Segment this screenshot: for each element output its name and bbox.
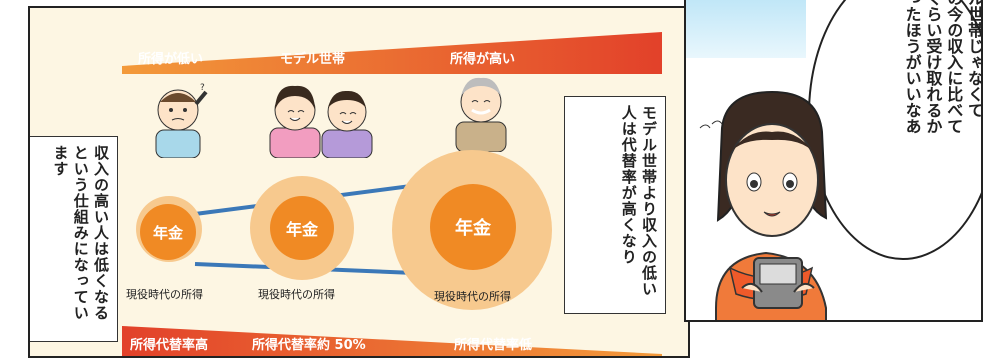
speech-line-2: 分の今の収入に比べて [944, 0, 964, 134]
speech-line-1: デル世帯じゃなくて [965, 0, 983, 118]
left-explanation-box: 収入の高い人は低くなるという仕組みになっています [30, 136, 118, 342]
woman-with-phone-illustration [699, 90, 828, 320]
label-replacement-50: 所得代替率約 50% [252, 338, 366, 353]
caption-medium-income: 現役時代の所得 [258, 288, 335, 301]
sky-background [686, 0, 806, 58]
speech-line-4: かったほうがいいなあ [902, 0, 922, 134]
caption-large-income: 現役時代の所得 [434, 290, 511, 303]
confused-man-illustration: ? [155, 83, 208, 158]
svg-text:?: ? [200, 83, 205, 93]
bottom-replacement-rate-banner [122, 326, 662, 356]
label-replacement-high: 所得代替率高 [130, 338, 209, 353]
page-gutter [690, 322, 983, 361]
label-model-household: モデル世帯 [280, 52, 346, 67]
medium-pension-circle: 年金 [270, 196, 334, 260]
label-low-income: 所得が低い [138, 52, 204, 67]
caption-small-income: 現役時代の所得 [126, 288, 203, 301]
pension-infographic-panel: 所得が低い モデル世帯 所得が高い ? 年金 [28, 6, 690, 358]
elderly-man-illustration [455, 77, 507, 152]
top-income-banner [122, 32, 662, 74]
manga-character-panel: デル世帯じゃなくて 分の今の収入に比べて のくらい受け取れるか かったほうがいい… [684, 0, 983, 322]
right-explanation-box: モデル世帯より収入の低い人は代替率が高くなり [564, 96, 666, 314]
model-couple-illustration [269, 85, 373, 158]
speech-bubble: デル世帯じゃなくて 分の今の収入に比べて のくらい受け取れるか かったほうがいい… [808, 0, 983, 260]
speech-bubble-text: デル世帯じゃなくて 分の今の収入に比べて のくらい受け取れるか かったほうがいい… [901, 0, 983, 134]
speech-line-3: のくらい受け取れるか [923, 0, 943, 134]
label-high-income: 所得が高い [450, 52, 516, 67]
small-pension-circle: 年金 [140, 204, 196, 260]
large-pension-circle: 年金 [430, 184, 516, 270]
label-replacement-low: 所得代替率低 [454, 338, 533, 353]
